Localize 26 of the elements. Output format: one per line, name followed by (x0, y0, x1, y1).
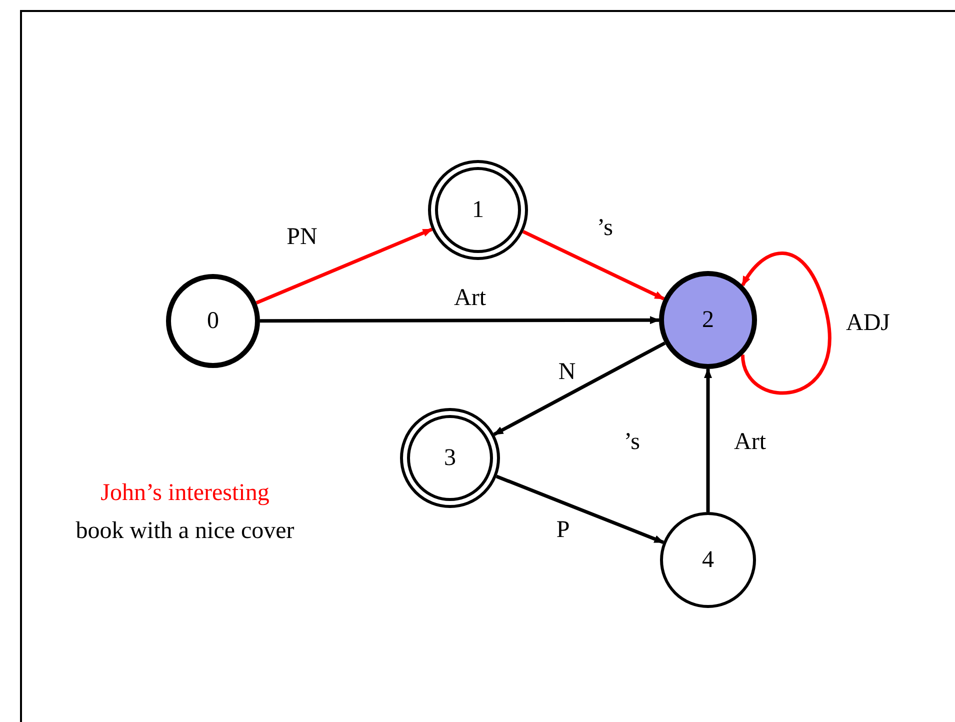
edge-label: PN (286, 224, 318, 250)
arrow (740, 252, 831, 395)
edge-label: Art (734, 428, 766, 456)
arrow (704, 368, 712, 512)
arrow (496, 474, 664, 544)
state-number: 0 (207, 309, 219, 333)
edge-label: N (558, 358, 576, 386)
edge-label: P (556, 516, 570, 544)
edge-label: ’s (597, 214, 613, 242)
arrow (256, 228, 433, 304)
arrow (493, 342, 666, 436)
state-number: 4 (702, 548, 714, 572)
state-circle (660, 512, 756, 608)
state-number: 1 (472, 198, 484, 222)
caption-text: book with a nice cover (76, 518, 294, 544)
accept-state-circle (428, 160, 528, 260)
edge-label: Art (454, 284, 486, 312)
state-number: 2 (702, 308, 714, 332)
accept-state-circle (400, 408, 500, 508)
arrow (522, 230, 665, 300)
caption-text: John’s interesting (100, 480, 270, 506)
edge-label: ADJ (846, 310, 890, 336)
transition-label: ’s (624, 428, 640, 456)
arrow (260, 316, 660, 324)
state-number: 3 (444, 446, 456, 470)
state-circle (166, 274, 260, 368)
